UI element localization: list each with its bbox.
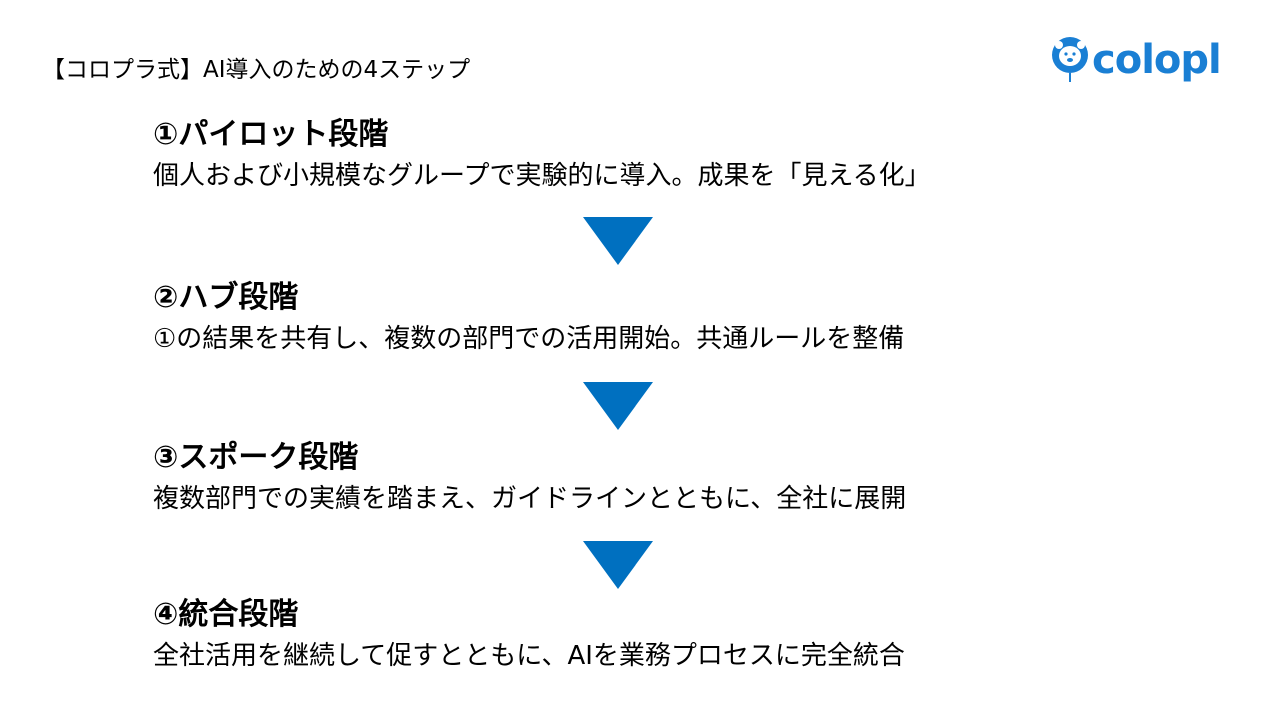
step-heading: ④統合段階 [153, 597, 299, 632]
bear-balloon-icon [1052, 37, 1088, 82]
step-3: ③スポーク段階 複数部門での実績を踏まえ、ガイドラインとともに、全社に展開 [153, 440, 906, 516]
step-heading: ①パイロット段階 [153, 117, 389, 152]
step-1: ①パイロット段階 個人および小規模なグループで実験的に導入。成果を「見える化」 [153, 117, 931, 193]
step-description: 個人および小規模なグループで実験的に導入。成果を「見える化」 [153, 161, 931, 191]
slide-title: 【コロプラ式】AI導入のための4ステップ [42, 57, 471, 83]
step-description: 複数部門での実績を踏まえ、ガイドラインとともに、全社に展開 [153, 484, 907, 514]
step-2: ②ハブ段階 ①の結果を共有し、複数の部門での活用開始。共通ルールを整備 [153, 280, 904, 356]
down-arrow-icon [583, 541, 653, 589]
step-heading: ②ハブ段階 [153, 280, 299, 315]
step-description: ①の結果を共有し、複数の部門での活用開始。共通ルールを整備 [153, 324, 905, 354]
down-arrow-icon [583, 217, 653, 265]
logo-text: colopl [1092, 37, 1222, 83]
step-description: 全社活用を継続して促すとともに、AIを業務プロセスに完全統合 [153, 641, 905, 671]
step-4: ④統合段階 全社活用を継続して促すとともに、AIを業務プロセスに完全統合 [153, 597, 905, 673]
step-heading: ③スポーク段階 [153, 440, 359, 475]
colopl-logo: colopl [1050, 36, 1230, 84]
down-arrow-icon [583, 382, 653, 430]
